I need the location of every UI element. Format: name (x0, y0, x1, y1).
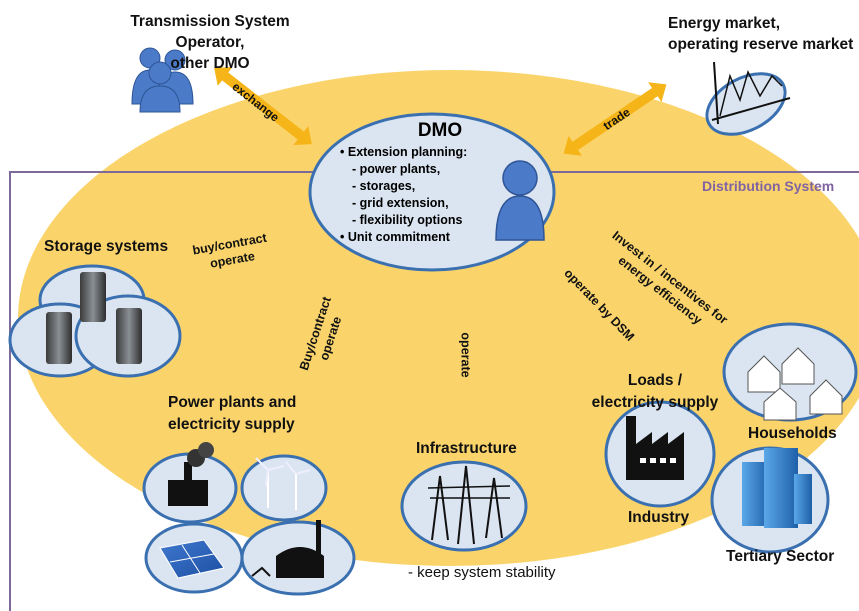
power-plants-label: Power plants and electricity supply (168, 394, 297, 433)
dmo-item-extension-planning: • Extension planning: (340, 145, 468, 159)
tso-people-icon (131, 47, 194, 113)
storage-batteries-icon (8, 264, 182, 378)
dmo-item-unit-commitment: • Unit commitment (340, 230, 450, 244)
power-lines-icon (400, 460, 528, 552)
industry-icon (604, 400, 716, 508)
dmo-panel: DMO • Extension planning: - power plants… (340, 120, 510, 246)
distribution-system-label: Distribution System (702, 178, 835, 194)
dmo-bubble (308, 112, 556, 272)
trade-arrow (563, 82, 667, 156)
storage-systems-label: Storage systems (44, 238, 169, 255)
exchange-arrow (214, 66, 312, 146)
dmo-item-power-plants: - power plants, (352, 162, 441, 176)
households-label: Households (748, 425, 837, 442)
dmo-item-flexibility: - flexibility options (352, 213, 463, 227)
market-chart-icon (705, 61, 791, 136)
dmo-person-icon (495, 160, 545, 241)
industry-label: Industry (628, 509, 690, 526)
dmo-item-storages: - storages, (352, 179, 416, 193)
office-buildings-icon (710, 446, 830, 554)
dmo-title: DMO (417, 120, 463, 141)
households-icon (722, 322, 858, 422)
dmo-item-grid-extension: - grid extension, (352, 196, 449, 210)
tertiary-sector-label: Tertiary Sector (726, 548, 835, 565)
infrastructure-relation-label: operate (458, 332, 473, 378)
power-plants-icon (142, 442, 356, 596)
infrastructure-label: Infrastructure (416, 440, 517, 457)
stability-note: - keep system stability (408, 564, 556, 581)
loads-label: Loads / electricity supply (591, 372, 719, 411)
dmo-task-list: • Extension planning: - power plants, - … (340, 144, 510, 246)
distribution-boundary (9, 171, 859, 611)
market-label: Energy market, operating reserve market (668, 15, 854, 53)
tso-label: Transmission System Operator, other DMO (130, 13, 290, 72)
